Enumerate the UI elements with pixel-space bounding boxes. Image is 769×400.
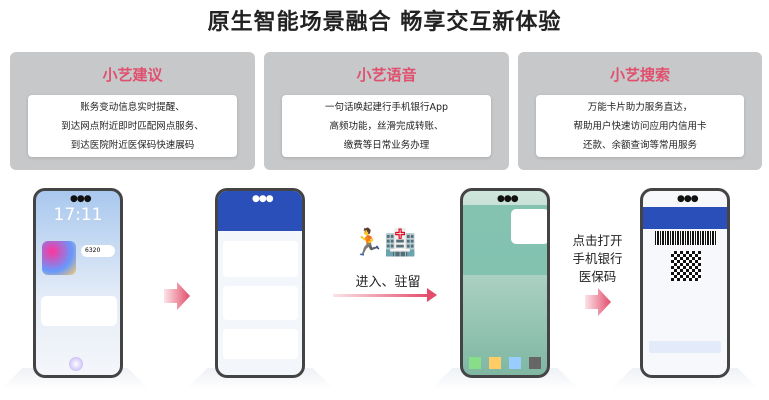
barcode [655, 231, 717, 245]
arrow-icon [164, 282, 190, 310]
balance-widget[interactable]: 6320 [81, 245, 115, 257]
arrow-icon [585, 288, 611, 316]
message-icon[interactable] [509, 357, 521, 369]
card-line: 到达网点附近即时匹配网点服务、 [61, 120, 204, 132]
card-line: 还款、余额查询等常用服务 [582, 139, 697, 151]
account-card[interactable] [223, 241, 298, 277]
card-line: 高频功能，丝滑完成转账、 [329, 120, 444, 132]
assistant-icon[interactable] [69, 357, 83, 371]
card-description-box: 一句话唤起建行手机银行App 高频功能，丝滑完成转账、缴费等日常业务办理 [282, 95, 491, 157]
arrow-icon [427, 288, 437, 302]
card-line: 账务变动信息实时提醒、 [80, 101, 185, 113]
card-service-row[interactable] [649, 341, 721, 353]
card-line: 到达医院附近医保码快速展码 [70, 139, 195, 151]
step-enter-label: 进入、驻留 [355, 275, 421, 290]
camera-icon: ●●● [70, 194, 92, 204]
card-line: 帮助用户快速访问应用内信用卡 [573, 120, 707, 132]
step-open-line: 医保码 [578, 269, 617, 284]
camera-icon: ●●● [677, 194, 699, 204]
notes-icon[interactable] [489, 357, 501, 369]
step-open-line: 点击打开 [572, 233, 623, 248]
card-suggestion: 小艺建议 账务变动信息实时提醒、到达网点附近即时匹配网点服务、到达医院附近医保码… [10, 52, 255, 170]
app-header [218, 191, 302, 231]
clock: 17:11 [53, 205, 103, 225]
camera-icon: ●●● [252, 194, 274, 204]
notification-card[interactable] [41, 296, 117, 326]
step-open-label: 点击打开手机银行医保码 [570, 232, 625, 286]
card-line: 缴费等日常业务办理 [343, 139, 430, 151]
account-card[interactable] [223, 286, 298, 320]
card-line: 一句话唤起建行手机银行App [324, 101, 449, 113]
phone-lockscreen: ●●● 17:11 6320 [33, 188, 123, 378]
insurance-card[interactable] [511, 209, 547, 244]
card-heading: 小艺语音 [356, 66, 417, 84]
account-card[interactable] [223, 329, 298, 359]
card-description-box: 万能卡片助力服务直达， 帮助用户快速访问应用内信用卡还款、余额查询等常用服务 [536, 95, 744, 157]
phone-home-cards: ●●● [460, 188, 550, 378]
card-line: 万能卡片助力服务直达， [587, 101, 693, 113]
phone-bank-app: ●●● [215, 188, 305, 378]
card-search: 小艺搜索 万能卡片助力服务直达， 帮助用户快速访问应用内信用卡还款、余额查询等常用… [518, 52, 762, 170]
card-heading: 小艺建议 [102, 66, 163, 84]
camera-app-icon[interactable] [529, 357, 541, 369]
card-heading: 小艺搜索 [609, 66, 670, 84]
phone-medical-code: ●●● [640, 188, 730, 378]
card-voice: 小艺语音 一句话唤起建行手机银行App 高频功能，丝滑完成转账、缴费等日常业务办理 [264, 52, 509, 170]
step-open-line: 手机银行 [572, 251, 623, 266]
dock [469, 357, 541, 369]
arrow-line [333, 294, 429, 297]
widget-icon [42, 241, 76, 275]
phone-icon[interactable] [469, 357, 481, 369]
camera-icon: ●●● [497, 194, 519, 204]
person-hospital-icon: 🏃🏥 [352, 228, 417, 258]
card-description-box: 账务变动信息实时提醒、到达网点附近即时匹配网点服务、到达医院附近医保码快速展码 [28, 95, 237, 157]
page-title: 原生智能场景融合 畅享交互新体验 [207, 10, 562, 35]
card-header [643, 207, 727, 229]
qr-code [671, 251, 701, 281]
